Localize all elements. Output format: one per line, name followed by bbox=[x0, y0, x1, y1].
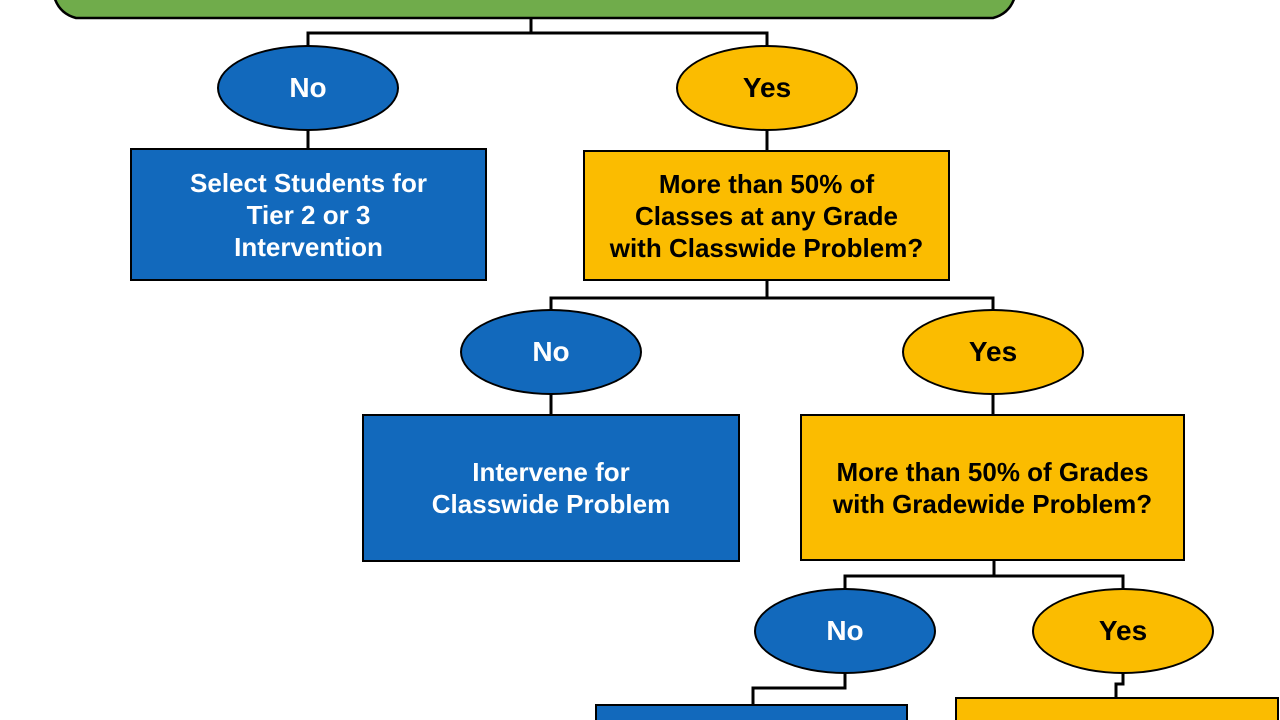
result-box-intervene-classwide: Intervene for Classwide Problem bbox=[362, 414, 740, 562]
green-banner bbox=[54, 0, 1015, 20]
no-ellipse-level1: No bbox=[217, 45, 399, 131]
box-text-line: Intervention bbox=[234, 231, 383, 262]
connector-level2 bbox=[549, 296, 995, 310]
box-text-line: Classwide Problem bbox=[431, 489, 671, 519]
connector-yes3-box bbox=[1114, 672, 1125, 699]
box-text-line: Classes at any Grade bbox=[634, 200, 899, 231]
result-box-bottom-left-cutoff bbox=[595, 704, 908, 720]
box-text-line: Intervene for bbox=[472, 457, 630, 487]
box-text-line: Select Students for bbox=[190, 167, 427, 198]
no-label: No bbox=[532, 336, 570, 367]
box-text-line: More than 50% of bbox=[658, 168, 875, 199]
yes-ellipse-level1: Yes bbox=[676, 45, 858, 131]
box-text-line: More than 50% of Grades bbox=[836, 456, 1149, 487]
connector-level3 bbox=[843, 574, 1125, 589]
no-label: No bbox=[826, 615, 864, 646]
yes-ellipse-level2: Yes bbox=[902, 309, 1084, 395]
no-ellipse-level3: No bbox=[754, 588, 936, 674]
result-box-bottom-right-cutoff bbox=[955, 697, 1279, 720]
box-text-line: with Gradewide Problem? bbox=[832, 488, 1153, 519]
yes-label: Yes bbox=[968, 336, 1018, 367]
no-ellipse-level2: No bbox=[460, 309, 642, 395]
box-text-line: Tier 2 or 3 bbox=[246, 199, 371, 230]
no-label: No bbox=[289, 72, 327, 103]
connector-level1 bbox=[306, 31, 769, 48]
box-text-line: with Classwide Problem? bbox=[609, 232, 924, 263]
result-box-tier2-3-intervention: Select Students for Tier 2 or 3 Interven… bbox=[130, 148, 487, 281]
question-box-classwide-problem: More than 50% of Classes at any Grade wi… bbox=[583, 150, 950, 281]
yes-label: Yes bbox=[1098, 615, 1148, 646]
connector-no3-box bbox=[751, 672, 847, 706]
question-box-gradewide-problem: More than 50% of Grades with Gradewide P… bbox=[800, 414, 1185, 561]
yes-ellipse-level3: Yes bbox=[1032, 588, 1214, 674]
yes-label: Yes bbox=[742, 72, 792, 103]
